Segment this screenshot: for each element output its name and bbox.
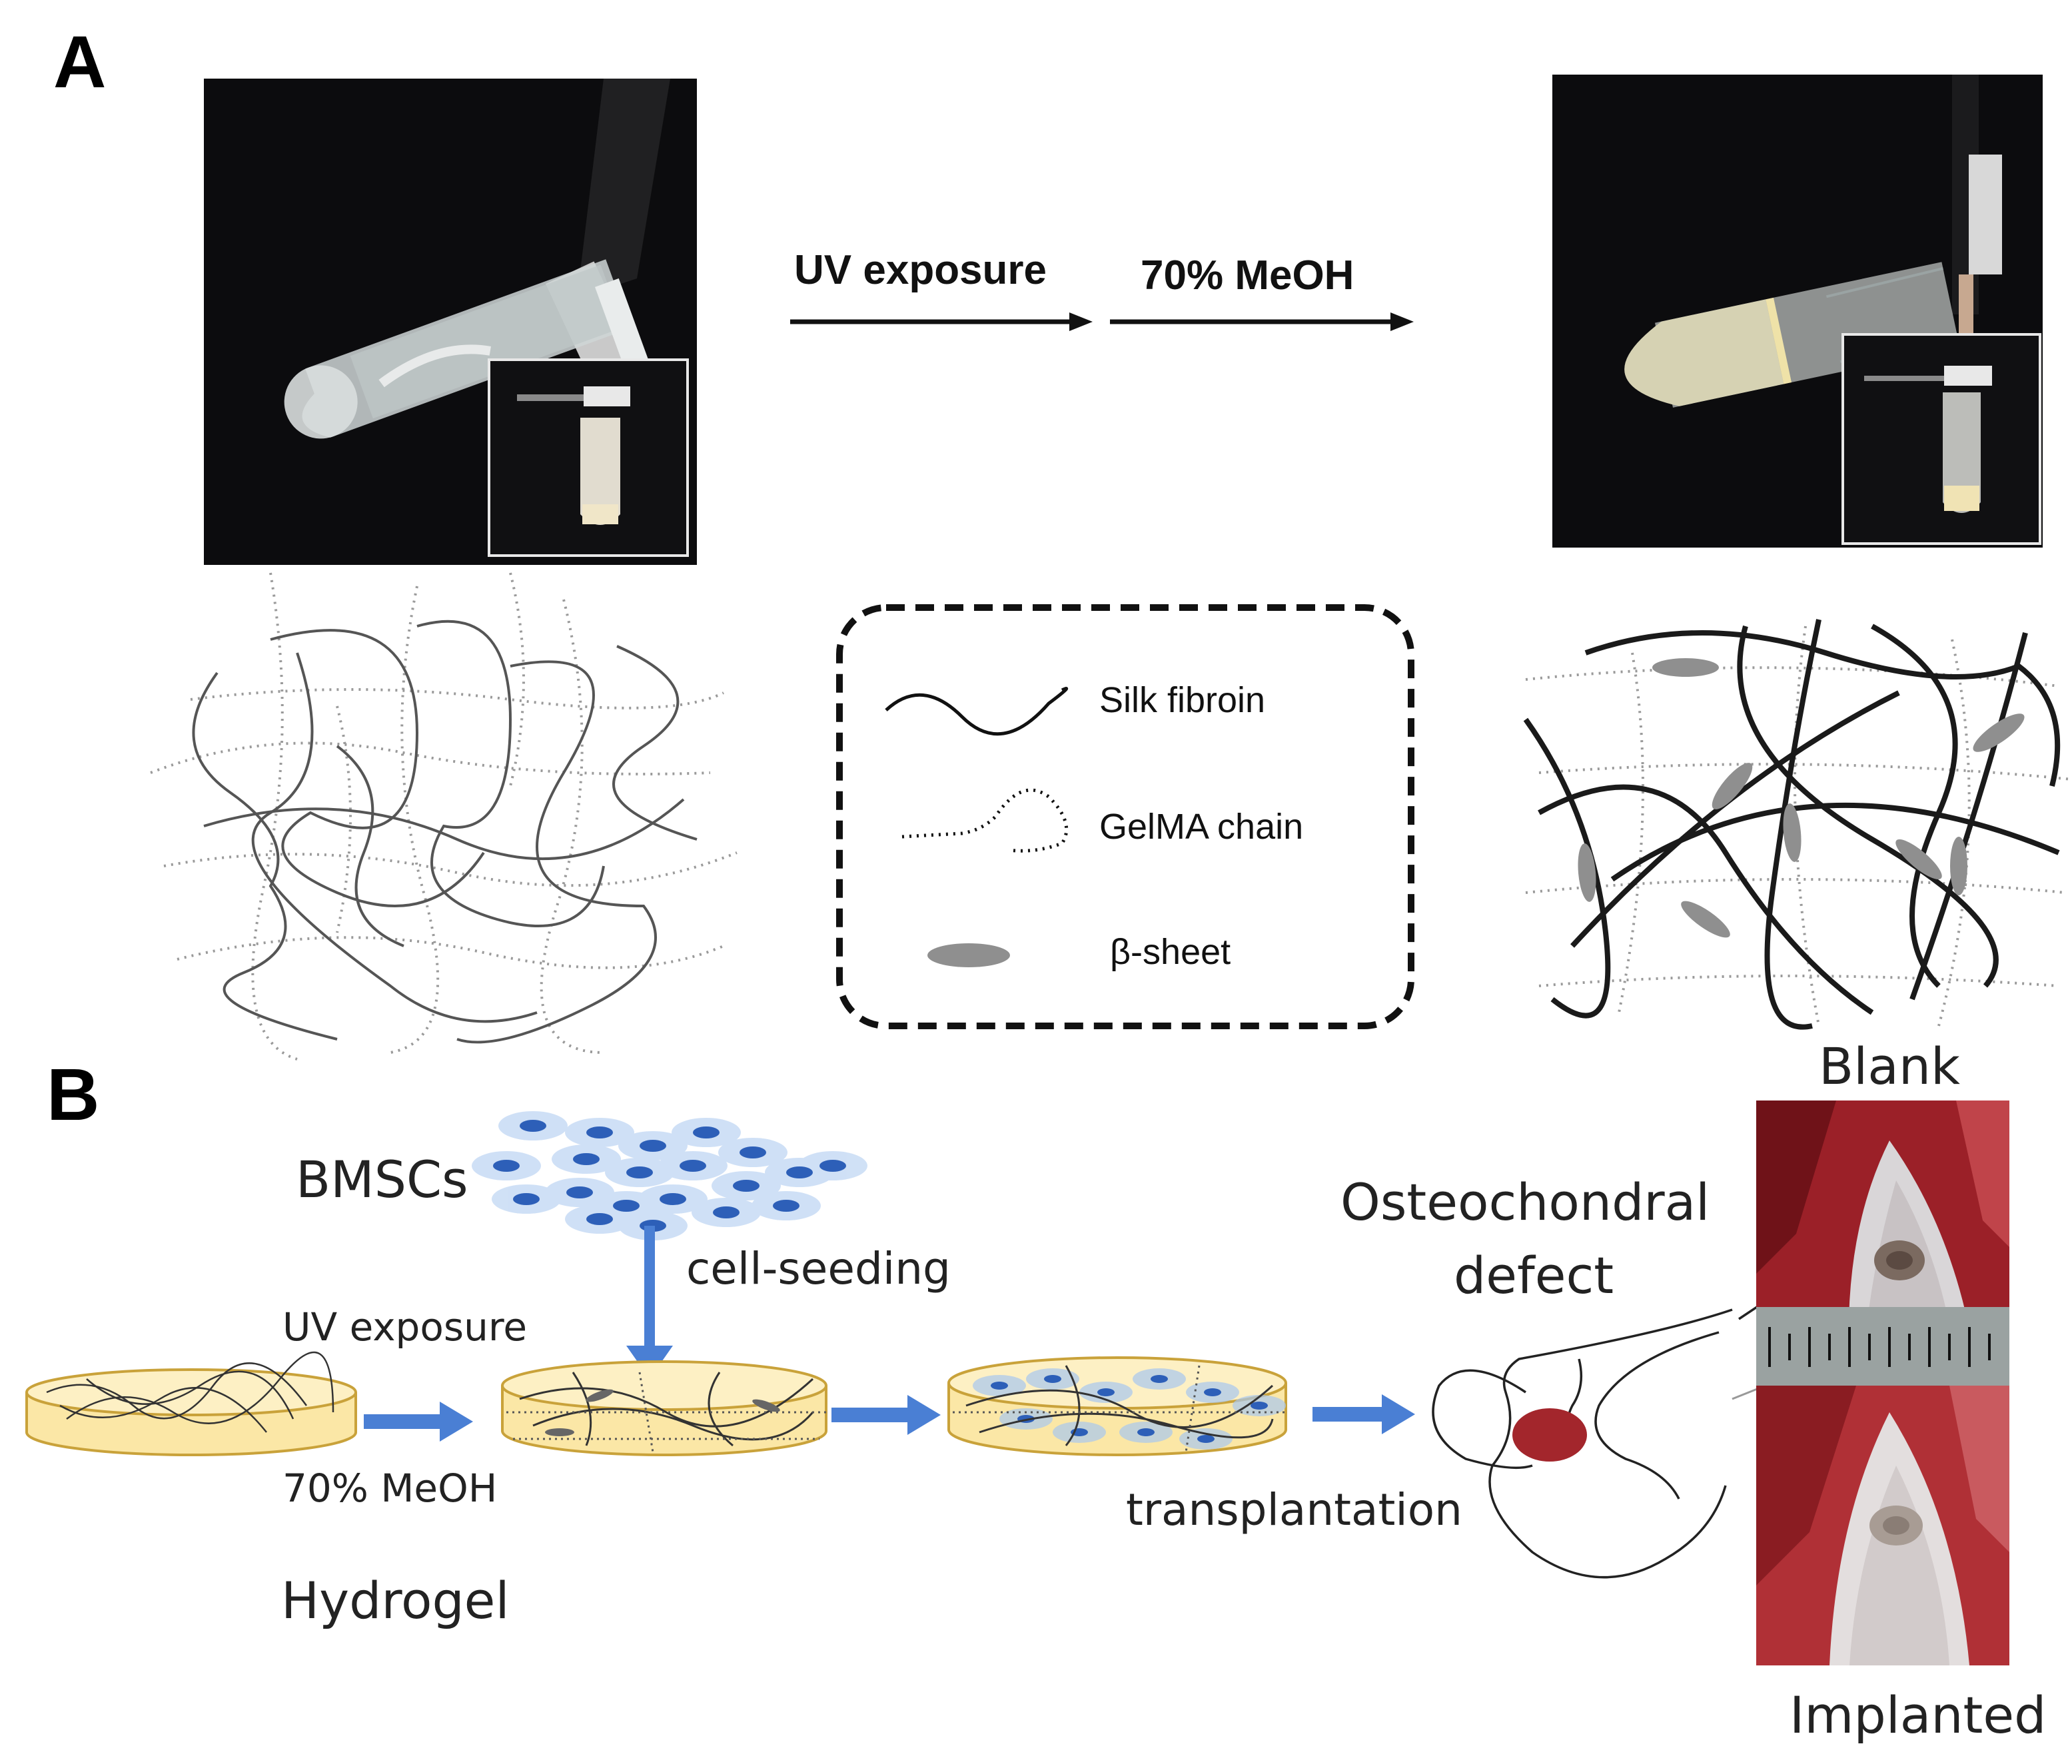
defect-site	[1512, 1408, 1587, 1462]
legend-silk-label: Silk fibroin	[1099, 680, 1266, 720]
inset-before	[488, 358, 689, 557]
step-meoh-label: 70% MeOH	[1141, 252, 1354, 298]
defect-label-line2: defect	[1454, 1246, 1614, 1305]
photo-gel-before	[204, 79, 697, 565]
inset-after-tube	[1864, 366, 1992, 513]
inset-before-tube	[517, 386, 630, 525]
dish-hydrogel	[25, 1351, 357, 1456]
panel-a-label: A	[53, 21, 107, 103]
arrow-dish-3	[1312, 1394, 1415, 1434]
bmscs-label: BMSCs	[296, 1150, 468, 1209]
panel-b-label: B	[47, 1054, 100, 1136]
meoh-label-b: 70% MeOH	[282, 1466, 498, 1511]
seeding-arrow	[626, 1226, 673, 1379]
ruler-strip	[1756, 1307, 2009, 1387]
legend-gelma-label: GelMA chain	[1099, 807, 1304, 847]
network-after	[1523, 619, 2072, 1030]
bmsc-cluster	[472, 1111, 867, 1240]
arrow-uv	[790, 312, 1093, 331]
network-before	[150, 572, 738, 1061]
legend-gelma-swatch	[901, 788, 1069, 853]
arrow-dish-2	[831, 1395, 941, 1435]
legend-sheet-swatch	[927, 943, 1010, 967]
dish-seeded	[947, 1356, 1287, 1456]
legend-sheet-label: β-sheet	[1110, 932, 1231, 972]
uv-exposure-label-b: UV exposure	[282, 1304, 528, 1350]
arrow-dish-1	[364, 1402, 473, 1442]
legend-silk-swatch	[885, 687, 1069, 736]
cell-seeding-label: cell-seeding	[686, 1243, 951, 1294]
photo-gel-after	[1552, 75, 2043, 548]
arrow-meoh	[1110, 312, 1414, 331]
implanted-label: Implanted	[1790, 1685, 2047, 1745]
step-uv-label: UV exposure	[794, 247, 1047, 293]
knee-sketch	[1432, 1304, 1774, 1579]
implanted-tissue	[1756, 1386, 2009, 1665]
silk-fibroin-before	[192, 620, 698, 1044]
defect-label-line1: Osteochondral	[1340, 1172, 1710, 1232]
inset-after	[1841, 333, 2041, 545]
dish-crosslinked	[501, 1360, 827, 1456]
beta-sheets	[1578, 658, 2025, 938]
legend-box	[836, 604, 1414, 1029]
hydrogel-label: Hydrogel	[281, 1571, 510, 1630]
ruler-ticks	[1756, 1307, 2009, 1387]
transplantation-label: transplantation	[1126, 1484, 1462, 1536]
tube-after-drawing	[1624, 75, 2002, 408]
blank-label: Blank	[1819, 1037, 1961, 1096]
gelma-chains-before	[150, 572, 738, 1061]
photo-implanted	[1756, 1386, 2009, 1665]
